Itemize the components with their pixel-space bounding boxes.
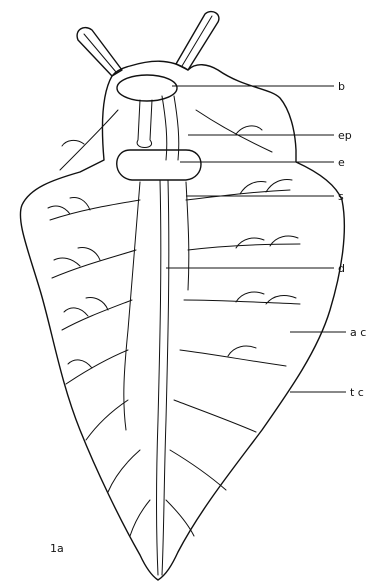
figure-number: 1a <box>50 542 64 555</box>
tentacles <box>77 12 219 76</box>
label-tc: t c <box>350 386 364 399</box>
leader-lines <box>166 86 346 392</box>
label-d: d <box>338 262 345 275</box>
label-s: s <box>338 190 344 203</box>
central-duct <box>124 180 189 575</box>
label-ac: a c <box>350 326 366 339</box>
stomach <box>117 150 201 180</box>
brain <box>117 75 177 148</box>
right-branches <box>166 110 300 536</box>
label-e: e <box>338 156 345 169</box>
body-outline <box>20 61 344 580</box>
label-b: b <box>338 80 345 93</box>
label-ep: ep <box>338 129 352 142</box>
left-branches <box>48 110 150 536</box>
